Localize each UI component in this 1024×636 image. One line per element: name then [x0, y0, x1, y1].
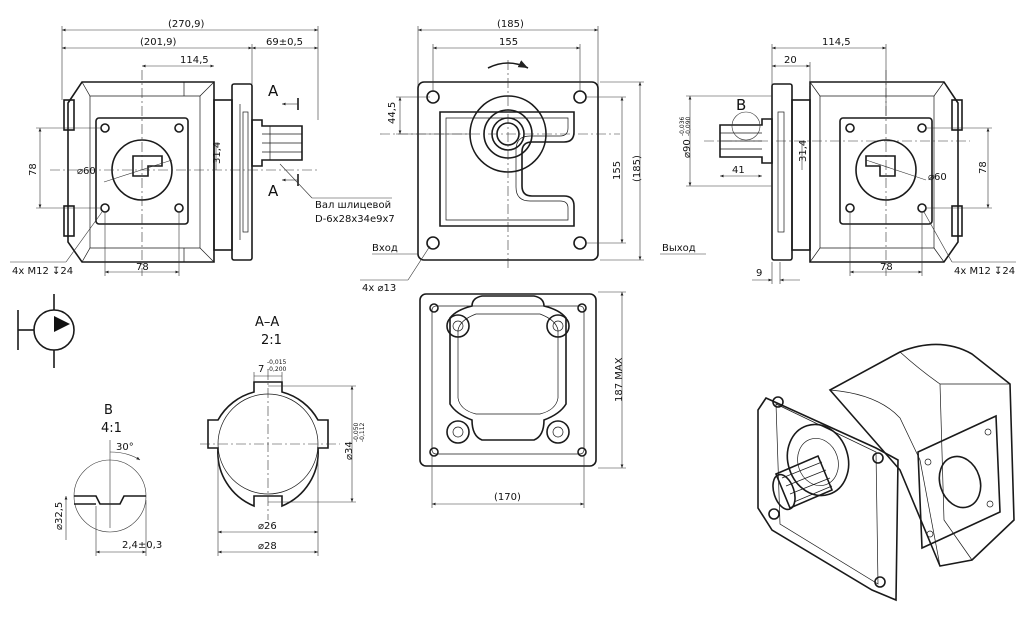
dim-inner-dia: ⌀26: [258, 521, 277, 532]
dim-flange-height: (185): [632, 155, 643, 182]
dim-right-bottom: 78: [880, 262, 893, 273]
dim-flange-holes: 4x ⌀13: [362, 283, 396, 294]
dim-threads: 4x M12 ↧24: [12, 266, 73, 277]
dim-flange-top: 44,5: [387, 102, 398, 124]
detail-b: B 4:1 30° ⌀32,5 2,4±0,3: [54, 403, 162, 556]
dim-holes-x: 114,5: [180, 55, 209, 66]
dim-port-dia: ⌀60: [77, 166, 96, 177]
section-title: A–A: [255, 315, 279, 330]
dim-right-step: 20: [784, 55, 797, 66]
dim-rear-max-height: 187 MAX: [614, 357, 625, 402]
spline-label-2: D-6x28x34e9x7: [315, 214, 395, 225]
dim-height-78: 78: [28, 163, 39, 176]
rear-view: 187 MAX (170): [419, 291, 626, 508]
outlet-label: Выход: [662, 243, 696, 254]
flange-view: (185) 155 44,5 155 (185) Вход Выход 4x ⌀…: [360, 19, 706, 294]
front-view: A A (270,9) (201,9) 69±0,5 114,5 78 ⌀60 …: [10, 19, 395, 277]
dim-overall-length: (270,9): [168, 19, 205, 30]
dim-detail-depth: 2,4±0,3: [122, 540, 162, 551]
dim-flange-holes-h: 155: [612, 161, 623, 180]
dim-right-holes-x: 114,5: [822, 37, 851, 48]
dim-shaft-length: 69±0,5: [266, 37, 303, 48]
dim-detail-dia: ⌀32,5: [54, 502, 65, 530]
dim-shaft-len: 41: [732, 165, 745, 176]
dim-right-height: 78: [978, 161, 989, 174]
inlet-label: Вход: [372, 243, 398, 254]
section-a-a: A–A 2:1 7 -0,015 -0,200 ⌀34 -0,050 -0,11…: [200, 315, 366, 556]
dim-rear-width: (170): [494, 492, 521, 503]
pump-symbol: [17, 294, 75, 368]
dim-right-port-dia: ⌀60: [928, 172, 947, 183]
dim-outer-dia: ⌀34: [344, 441, 355, 460]
dim-flange-holes-w: 155: [499, 37, 518, 48]
isometric-view: [757, 343, 1015, 602]
detail-title: B: [104, 403, 113, 418]
dim-key-width: 7: [258, 364, 264, 375]
dim-shaft-tol-lo: -0,090: [685, 116, 692, 136]
right-view: B 114,5 20 ⌀90 -0,036 -0,090 41 31,4 ⌀60…: [679, 37, 1016, 284]
dim-detail-angle: 30°: [116, 442, 134, 453]
section-mark-a-lower: A: [268, 182, 279, 200]
dim-outer-tol-lo: -0,112: [359, 422, 366, 442]
section-scale: 2:1: [261, 333, 282, 348]
dim-bottom-78: 78: [136, 262, 149, 273]
detail-mark-b: B: [736, 96, 746, 114]
dim-flange-thickness: 9: [756, 268, 762, 279]
dim-body-length: (201,9): [140, 37, 177, 48]
dim-key-tol-lo: -0,200: [267, 366, 287, 373]
dim-shaft-tol-up: -0,036: [679, 116, 686, 136]
dim-outer-tol-up: -0,050: [353, 422, 360, 442]
dim-shaft-dia: ⌀90: [682, 139, 693, 158]
detail-scale: 4:1: [101, 421, 122, 436]
dim-right-offset: 31,4: [798, 140, 809, 162]
dim-root-dia: ⌀28: [258, 541, 277, 552]
section-mark-a: A: [268, 82, 279, 100]
dim-key-tol-up: -0,015: [267, 359, 287, 366]
dim-flange-width: (185): [497, 19, 524, 30]
spline-label-1: Вал шлицевой: [315, 200, 391, 211]
dim-offset: 31,4: [212, 142, 223, 164]
dim-right-threads: 4x M12 ↧24: [954, 266, 1015, 277]
